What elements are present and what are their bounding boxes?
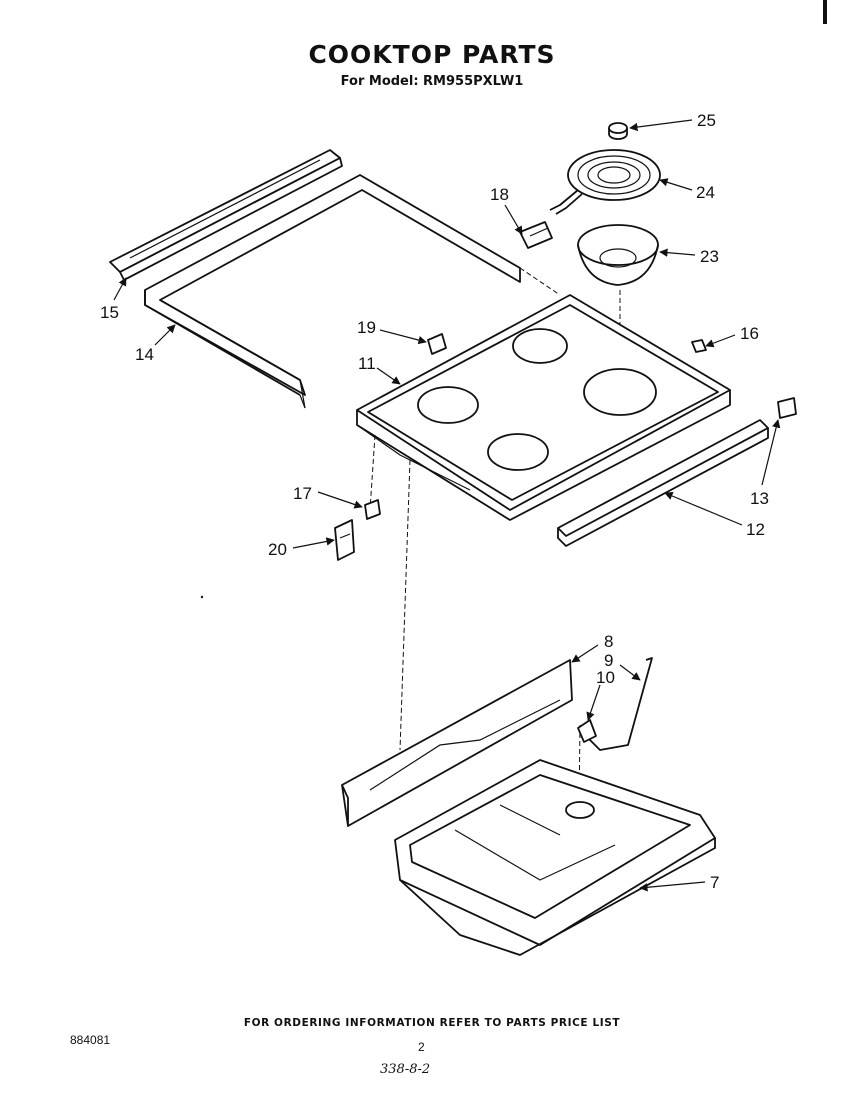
leader-line	[154, 324, 176, 346]
callout-16: 16	[740, 324, 759, 343]
callout-13: 13	[750, 489, 769, 508]
stray-dot	[200, 595, 204, 599]
callout-9: 9	[604, 651, 613, 670]
callout-20: 20	[268, 540, 287, 559]
part-18-receptacle	[519, 221, 553, 249]
handwritten-code: 338-8-2	[380, 1062, 431, 1077]
part-12-front-trim	[557, 419, 769, 547]
callout-12: 12	[746, 520, 765, 539]
part-13-bracket	[777, 397, 797, 419]
part-19-clip	[427, 333, 447, 355]
page-title: COOKTOP PARTS	[308, 40, 556, 69]
assembly-line	[519, 267, 561, 296]
leader-line	[317, 491, 363, 509]
leader-line	[629, 119, 693, 132]
callout-11: 11	[358, 354, 376, 373]
callout-15: 15	[100, 303, 119, 322]
leader-line	[571, 644, 599, 663]
model-line: For Model: RM955PXLW1	[340, 74, 524, 89]
callout-17: 17	[293, 484, 312, 503]
leader-line	[659, 248, 696, 257]
leader-line	[664, 492, 743, 526]
callout-24: 24	[696, 183, 715, 202]
callout-14: 14	[135, 345, 154, 364]
part-8-heat-shield	[341, 659, 573, 827]
leader-line	[586, 684, 601, 721]
ordering-note: FOR ORDERING INFORMATION REFER TO PARTS …	[243, 1017, 621, 1029]
part-7-cooktop-pan	[394, 759, 716, 956]
leader-line	[761, 419, 781, 486]
part-16-screw	[691, 339, 707, 353]
callout-7: 7	[710, 873, 719, 892]
leader-line	[705, 334, 736, 348]
leader-line	[504, 204, 523, 235]
assembly-line	[577, 724, 581, 896]
callout-18: 18	[490, 185, 509, 204]
leader-line	[659, 178, 693, 191]
leader-line	[113, 277, 127, 301]
part-20-bracket	[334, 519, 355, 561]
leader-line	[379, 329, 427, 345]
document-number: 884081	[70, 1033, 111, 1047]
assembly-line	[399, 459, 411, 751]
part-23-drip-bowl	[577, 224, 659, 286]
leader-line	[376, 367, 401, 385]
part-10-clip	[577, 719, 597, 743]
leader-line	[619, 664, 641, 681]
part-17-bracket	[364, 499, 381, 520]
callout-23: 23	[700, 247, 719, 266]
page-number: 2	[418, 1040, 425, 1054]
part-9-wire-rod	[587, 657, 653, 751]
callout-25: 25	[697, 111, 716, 130]
callout-10: 10	[596, 668, 615, 687]
callout-8: 8	[604, 632, 613, 651]
assembly-line	[369, 434, 376, 511]
part-14-frame	[144, 174, 521, 409]
leader-line	[639, 881, 706, 892]
part-25-cap	[608, 122, 628, 140]
corner-mark	[823, 0, 827, 24]
part-11-cooktop	[356, 294, 731, 521]
leader-line	[292, 537, 335, 549]
part-24-surface-element	[549, 149, 661, 215]
callout-19: 19	[357, 318, 376, 337]
